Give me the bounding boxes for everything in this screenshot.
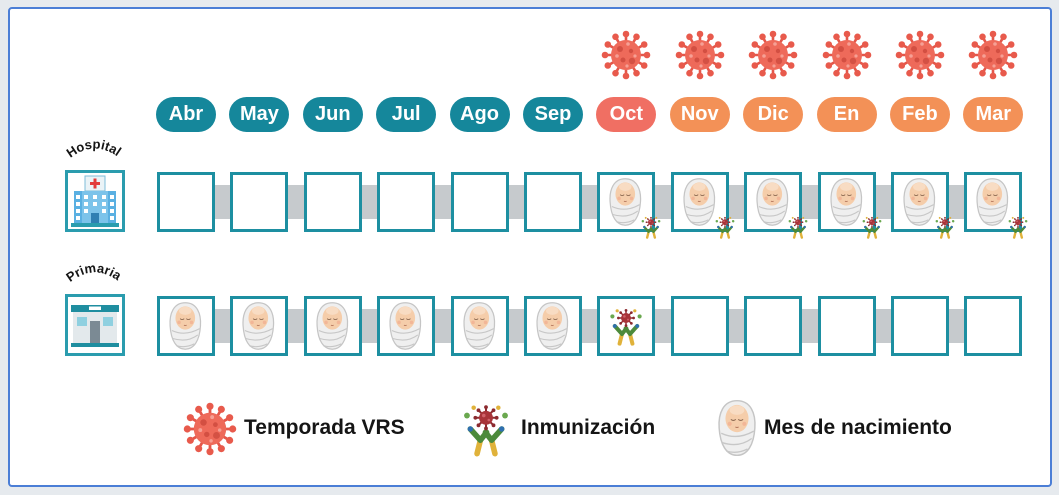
hospital-month-cell (157, 172, 215, 232)
primaria-month-cell (964, 296, 1023, 356)
primaria-month-cell (377, 296, 436, 356)
month-pill: Abr (156, 97, 216, 132)
virus-icon (894, 30, 945, 80)
hospital-month-cell (523, 172, 582, 232)
legend-label-rsv-season: Temporada VRS (244, 416, 405, 439)
month-pill: Nov (669, 97, 730, 132)
baby-icon (609, 178, 642, 226)
primaria-row-band (157, 309, 1022, 343)
hospital-row-label: Hospital (64, 136, 124, 160)
baby-icon (903, 178, 936, 226)
baby-icon (536, 302, 569, 350)
primaria-month-cell (670, 296, 729, 356)
rsv-season-row (157, 30, 1022, 80)
primaria-month-cell (597, 296, 656, 356)
hospital-month-cell (964, 172, 1029, 239)
immunization-icon (608, 307, 645, 346)
hospital-month-cell (377, 172, 436, 232)
rsv-season-marker (964, 30, 1022, 80)
primaria-month-cell (890, 296, 949, 356)
virus-icon (601, 30, 652, 80)
month-pill: Jun (302, 97, 363, 132)
hospital-month-cell (670, 172, 736, 239)
virus-icon (968, 30, 1019, 80)
hospital-row (157, 172, 1029, 239)
legend-label-immunization: Inmunización (521, 416, 656, 439)
rsv-season-marker (671, 30, 729, 80)
month-pill: Jul (376, 97, 437, 132)
hospital-month-cell (450, 172, 509, 232)
baby-icon (242, 302, 275, 350)
primaria-row (157, 296, 1023, 356)
baby-icon (169, 302, 202, 350)
baby-icon (756, 178, 789, 226)
hospital-icon (65, 170, 125, 232)
hospital-month-cell (597, 172, 662, 239)
rsv-season-marker (818, 30, 876, 80)
month-pill: Sep (522, 97, 583, 132)
rsv-season-marker (744, 30, 802, 80)
baby-icon (389, 302, 422, 350)
primaria-month-cell (303, 296, 362, 356)
immunization-icon (458, 400, 514, 458)
primaria-month-cell (157, 296, 215, 356)
month-header-row: Abr May Jun Jul Ago Sep Oct Nov Dic En Feb Mar (156, 97, 1024, 133)
baby-icon (976, 178, 1009, 226)
month-pill: May (229, 97, 290, 132)
legend-label-birth-month: Mes de nacimiento (764, 416, 952, 439)
infographic-panel (8, 7, 1052, 487)
rsv-season-marker (891, 30, 949, 80)
immunization-icon (934, 215, 956, 239)
rsv-season-marker (597, 30, 655, 80)
baby-icon (718, 399, 756, 457)
baby-icon (683, 178, 715, 226)
month-pill: Ago (449, 97, 510, 132)
hospital-month-cell (303, 172, 362, 232)
hospital-month-cell (890, 172, 956, 239)
baby-icon (462, 302, 495, 350)
primaria-month-cell (450, 296, 509, 356)
month-pill: Mar (963, 97, 1024, 132)
immunization-icon (1007, 215, 1029, 239)
svg-text:Primaria: Primaria (63, 260, 125, 285)
primaria-label-text: Primaria (63, 260, 125, 285)
hospital-month-cell (230, 172, 289, 232)
virus-icon (821, 30, 872, 80)
primary-care-icon (65, 294, 125, 356)
immunization-icon (860, 215, 883, 239)
immunization-icon (714, 215, 736, 239)
month-pill: Feb (889, 97, 950, 132)
hospital-row-band (157, 185, 1022, 219)
virus-icon (748, 30, 799, 80)
primaria-month-cell (744, 296, 803, 356)
primaria-month-cell (230, 296, 289, 356)
svg-text:Hospital: Hospital (64, 136, 124, 160)
month-pill: Oct (596, 97, 657, 132)
primaria-month-cell (523, 296, 582, 356)
baby-icon (829, 178, 862, 226)
baby-icon (316, 302, 348, 350)
month-pill: En (816, 97, 877, 132)
virus-icon (183, 402, 237, 456)
immunization-icon (787, 215, 809, 239)
primaria-month-cell (817, 296, 876, 356)
hospital-month-cell (817, 172, 883, 239)
immunization-icon (640, 215, 662, 239)
hospital-month-cell (744, 172, 809, 239)
hospital-label-text: Hospital (64, 136, 124, 160)
month-pill: Dic (743, 97, 804, 132)
virus-icon (674, 30, 725, 80)
primaria-row-label: Primaria (63, 260, 125, 285)
